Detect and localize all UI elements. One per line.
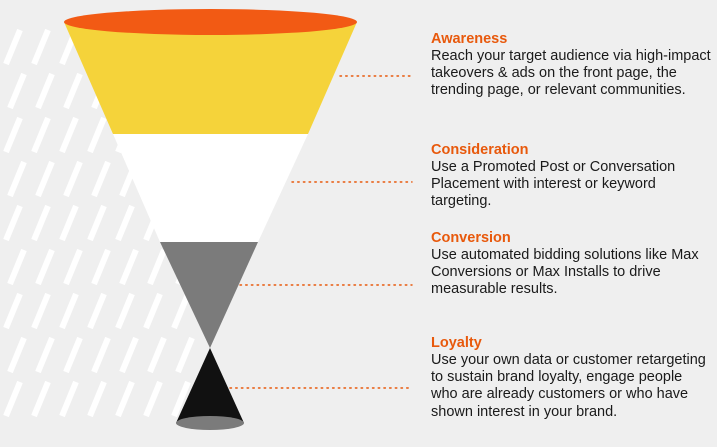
background-stripe (59, 116, 79, 154)
background-stripe (35, 72, 55, 110)
background-stripe (3, 292, 23, 330)
background-stripe (31, 380, 51, 418)
background-stripe (115, 380, 135, 418)
background-stripe (59, 380, 79, 418)
background-stripe (7, 336, 27, 374)
background-stripe (7, 160, 27, 198)
stage-description-conversion: Use automated bidding solutions like Max… (431, 247, 699, 298)
funnel-segment-loyalty (176, 348, 244, 423)
background-stripe (63, 72, 83, 110)
background-stripe (175, 336, 195, 374)
background-stripe (3, 380, 23, 418)
background-stripe (171, 292, 191, 330)
background-stripe (31, 28, 51, 66)
stage-title-awareness: Awareness (431, 31, 508, 47)
stage-description-loyalty: Use your own data or customer retargetin… (431, 352, 706, 420)
background-stripe (171, 380, 191, 418)
background-stripe (35, 336, 55, 374)
background-stripe (87, 116, 107, 154)
background-stripe (147, 248, 167, 286)
stage-description-consideration: Use a Promoted Post or Conversation Plac… (431, 159, 676, 210)
background-stripe (35, 160, 55, 198)
background-stripe (31, 292, 51, 330)
background-stripe (59, 292, 79, 330)
background-stripe (91, 336, 111, 374)
background-stripe (7, 248, 27, 286)
background-stripe (3, 204, 23, 242)
funnel-segment-consideration (113, 134, 308, 242)
stage-awareness: Awareness Reach your target audience via… (431, 31, 711, 100)
background-stripe (63, 160, 83, 198)
background-stripe (87, 292, 107, 330)
background-stripe (115, 292, 135, 330)
background-stripe (63, 248, 83, 286)
stage-title-consideration: Consideration (431, 142, 529, 158)
background-stripe (87, 380, 107, 418)
background-stripe (3, 116, 23, 154)
background-stripe (91, 160, 111, 198)
background-stripe (91, 248, 111, 286)
background-stripe (63, 336, 83, 374)
funnel-segment-conversion (160, 242, 258, 348)
background-stripe (31, 116, 51, 154)
stage-title-loyalty: Loyalty (431, 335, 482, 351)
background-stripe (147, 336, 167, 374)
funnel-base (176, 416, 244, 430)
background-stripe (143, 292, 163, 330)
background-stripe (119, 248, 139, 286)
stage-loyalty: Loyalty Use your own data or customer re… (431, 335, 711, 421)
stage-conversion: Conversion Use automated bidding solutio… (431, 230, 711, 299)
funnel-rim-top (64, 9, 357, 35)
background-stripe (143, 380, 163, 418)
funnel-segment-awareness (64, 22, 357, 134)
background-stripe (3, 28, 23, 66)
stage-title-conversion: Conversion (431, 230, 511, 246)
background-stripe (87, 204, 107, 242)
background-stripe (7, 72, 27, 110)
background-stripe (59, 204, 79, 242)
background-stripe (119, 336, 139, 374)
stage-description-awareness: Reach your target audience via high-impa… (431, 48, 711, 99)
background-stripe (115, 204, 135, 242)
background-stripe (35, 248, 55, 286)
stage-consideration: Consideration Use a Promoted Post or Con… (431, 142, 711, 211)
background-stripe (31, 204, 51, 242)
